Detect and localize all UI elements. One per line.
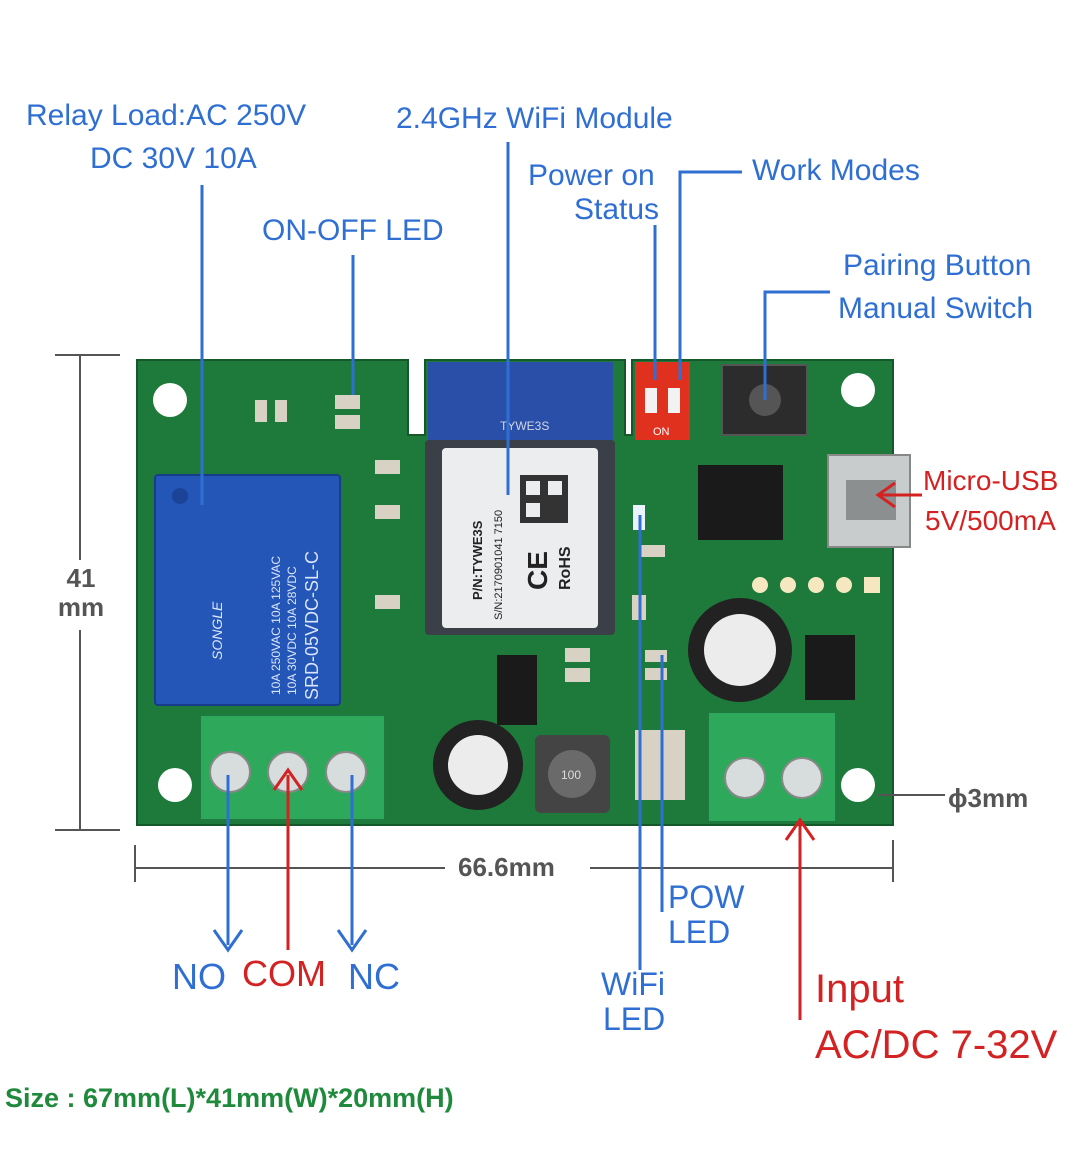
relay-load-label-1: Relay Load:AC 250V — [26, 99, 307, 132]
relay-spec-2: 10A 30VDC 10A 28VDC — [285, 566, 299, 695]
relay-model-text: SRD-05VDC-SL-C — [302, 551, 322, 700]
input-label-2: AC/DC 7-32V — [815, 1023, 1058, 1067]
regulator — [497, 655, 537, 725]
module-pn-text: P/N:TYWE3S — [470, 520, 485, 600]
power-on-label-1: Power on — [528, 159, 655, 192]
mounting-hole-tl — [153, 383, 187, 417]
com-label: COM — [242, 953, 326, 994]
dim-width-label: 66.6mm — [458, 852, 555, 882]
terminal-screw-nc — [325, 751, 367, 793]
relay-load-label-2: DC 30V 10A — [90, 142, 257, 175]
dip-on-text: ON — [653, 426, 670, 438]
module-rohs-text: RoHS — [557, 546, 574, 590]
pairing-label-1: Pairing Button — [843, 249, 1032, 282]
wifi-led-label-1: WiFi — [601, 966, 665, 1002]
relay — [154, 474, 341, 706]
size-label: Size : 67mm(L)*41mm(W)*20mm(H) — [5, 1083, 454, 1113]
input-screw-1 — [724, 757, 766, 799]
pow-led-label-2: LED — [668, 914, 731, 950]
module-ce-text: CE — [522, 551, 553, 590]
smd-components — [255, 395, 685, 800]
on-off-led-label: ON-OFF LED — [262, 214, 444, 247]
mounting-hole-br — [841, 768, 875, 802]
hole-size-label: ϕ3mm — [948, 783, 1029, 813]
dim-height-unit: mm — [57, 592, 105, 622]
micro-usb-label-2: 5V/500mA — [925, 505, 1056, 536]
ic-chip — [698, 465, 783, 540]
micro-usb-label-1: Micro-USB — [923, 465, 1059, 496]
inductor-text: 100 — [561, 768, 581, 782]
mounting-hole-tr — [841, 373, 875, 407]
pow-led-label-1: POW — [668, 879, 745, 915]
input-label-1: Input — [815, 967, 904, 1011]
wifi-module-label: 2.4GHz WiFi Module — [396, 102, 673, 135]
relay-spec-1: 10A 250VAC 10A 125VAC — [269, 556, 283, 695]
nc-label: NC — [348, 956, 400, 997]
dim-height-value: 41 — [66, 563, 96, 593]
input-screw-2 — [781, 757, 823, 799]
transistor — [805, 635, 855, 700]
module-sn-text: S/N:2170901041 7150 — [493, 510, 505, 620]
mcu-header — [752, 577, 880, 593]
mounting-hole-bl — [158, 768, 192, 802]
wifi-led-label-2: LED — [603, 1001, 666, 1037]
module-top-text: TYWE3S — [500, 419, 549, 433]
power-on-label-2: Status — [574, 193, 660, 226]
no-label: NO — [172, 956, 226, 997]
pairing-label-2: Manual Switch — [838, 292, 1034, 325]
terminal-screw-no — [209, 751, 251, 793]
wifi-antenna — [428, 362, 613, 442]
relay-brand-text: SONGLE — [209, 601, 225, 660]
work-modes-label: Work Modes — [752, 154, 920, 187]
